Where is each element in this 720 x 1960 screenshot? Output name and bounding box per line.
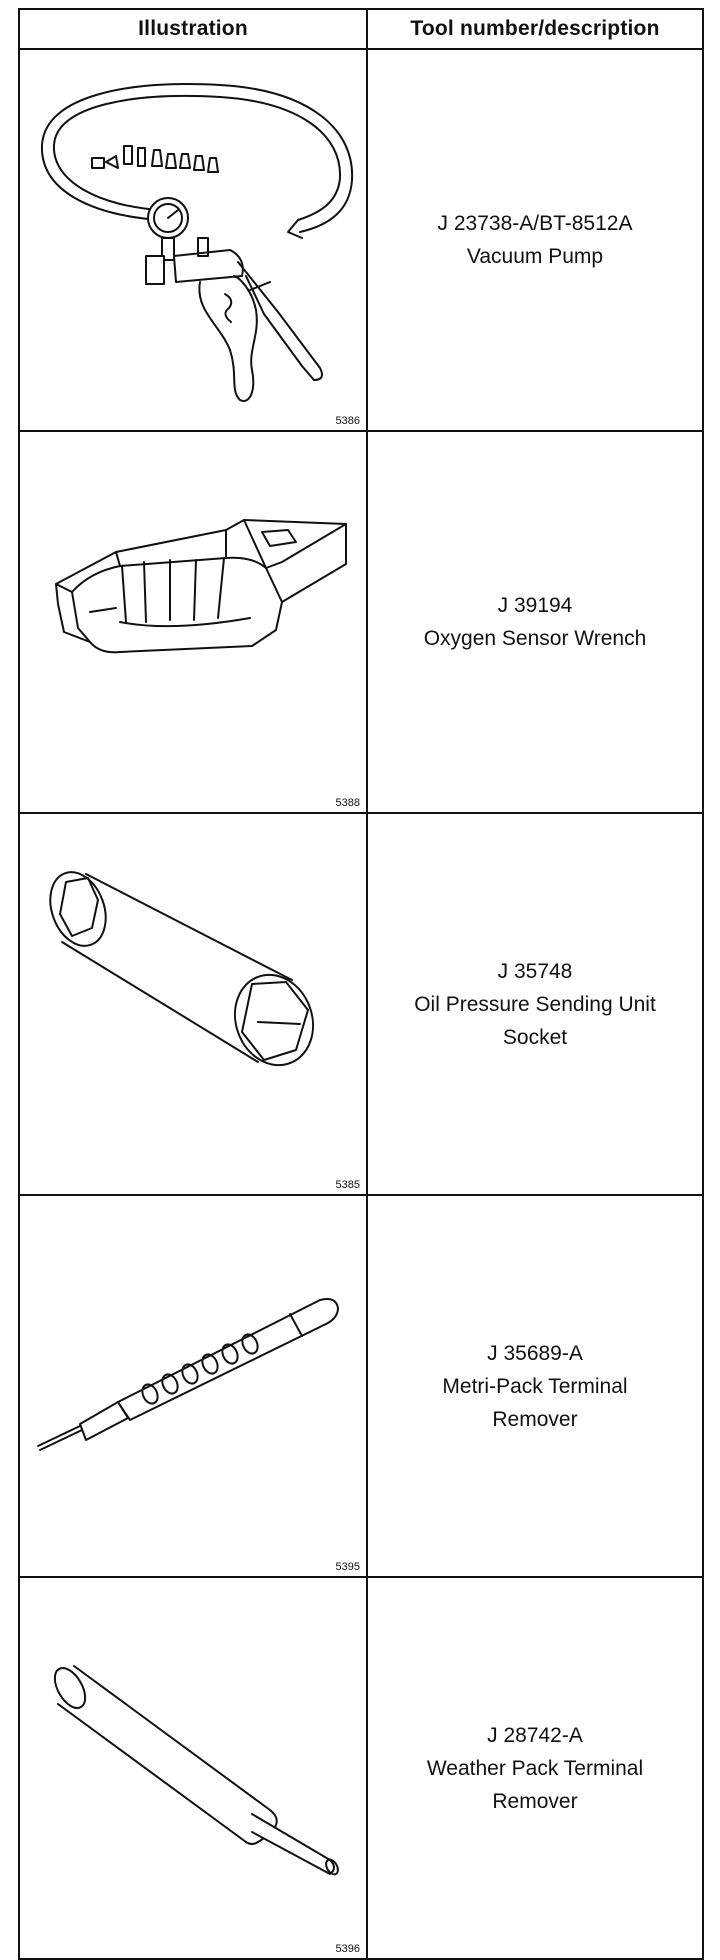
tool-number: J 35748 — [497, 959, 573, 983]
tool-number: J 28742-A — [487, 1723, 583, 1747]
table-row: 5385 J 35748 Oil Pressure Sending Unit S… — [18, 812, 704, 1196]
oil-pressure-socket-icon — [49, 871, 315, 1067]
illustration-cell: 5395 — [18, 1194, 368, 1578]
tool-name: Oil Pressure Sending Unit — [414, 992, 656, 1016]
tool-number: J 35689-A — [487, 1341, 583, 1365]
tool-description-cell: J 35689-A Metri-Pack Terminal Remover — [366, 1194, 704, 1578]
tool-description-cell: J 28742-A Weather Pack Terminal Remover — [366, 1576, 704, 1960]
figure-number: 5388 — [335, 797, 360, 809]
tool-name: Metri-Pack Terminal — [442, 1374, 628, 1398]
weather-pack-remover-icon — [53, 1665, 339, 1876]
illustration-cell: 5385 — [18, 812, 368, 1196]
metri-pack-remover-icon — [37, 1298, 339, 1451]
tool-name-continued: Remover — [492, 1789, 578, 1813]
figure-number: 5385 — [335, 1179, 360, 1191]
table-row: 5395 J 35689-A Metri-Pack Terminal Remov… — [18, 1194, 704, 1578]
header-row: Illustration Tool number/description — [18, 8, 704, 50]
illustration-header: Illustration — [18, 8, 368, 50]
tool-number: J 23738-A/BT-8512A — [437, 212, 633, 235]
tool-name: Weather Pack Terminal — [426, 1756, 644, 1780]
tool-description-cell: J 35748 Oil Pressure Sending Unit Socket — [366, 812, 704, 1196]
illustration-cell: 5388 — [18, 430, 368, 814]
vacuum-pump-icon — [40, 83, 354, 402]
figure-number: 5395 — [335, 1561, 360, 1573]
tools-table: Illustration Tool number/description — [18, 8, 704, 1960]
tool-name-continued: Remover — [492, 1407, 578, 1431]
figure-number: 5396 — [335, 1943, 360, 1955]
table-row: 5386 J 23738-A/BT-8512A Vacuum Pump — [18, 48, 704, 432]
figure-number: 5386 — [335, 415, 360, 427]
tool-name: Vacuum Pump — [466, 245, 604, 268]
illustration-cell: 5386 — [18, 48, 368, 432]
tool-description-header: Tool number/description — [366, 8, 704, 50]
tool-name: Oxygen Sensor Wrench — [423, 627, 647, 650]
table-row: 5388 J 39194 Oxygen Sensor Wrench — [18, 430, 704, 814]
illustration-cell: 5396 — [18, 1576, 368, 1960]
tool-name-continued: Socket — [502, 1025, 568, 1049]
tool-description-cell: J 23738-A/BT-8512A Vacuum Pump — [366, 48, 704, 432]
table-row: 5396 J 28742-A Weather Pack Terminal Rem… — [18, 1576, 704, 1960]
tool-number: J 39194 — [497, 594, 573, 617]
tool-description-cell: J 39194 Oxygen Sensor Wrench — [366, 430, 704, 814]
oxygen-sensor-wrench-icon — [55, 519, 347, 654]
